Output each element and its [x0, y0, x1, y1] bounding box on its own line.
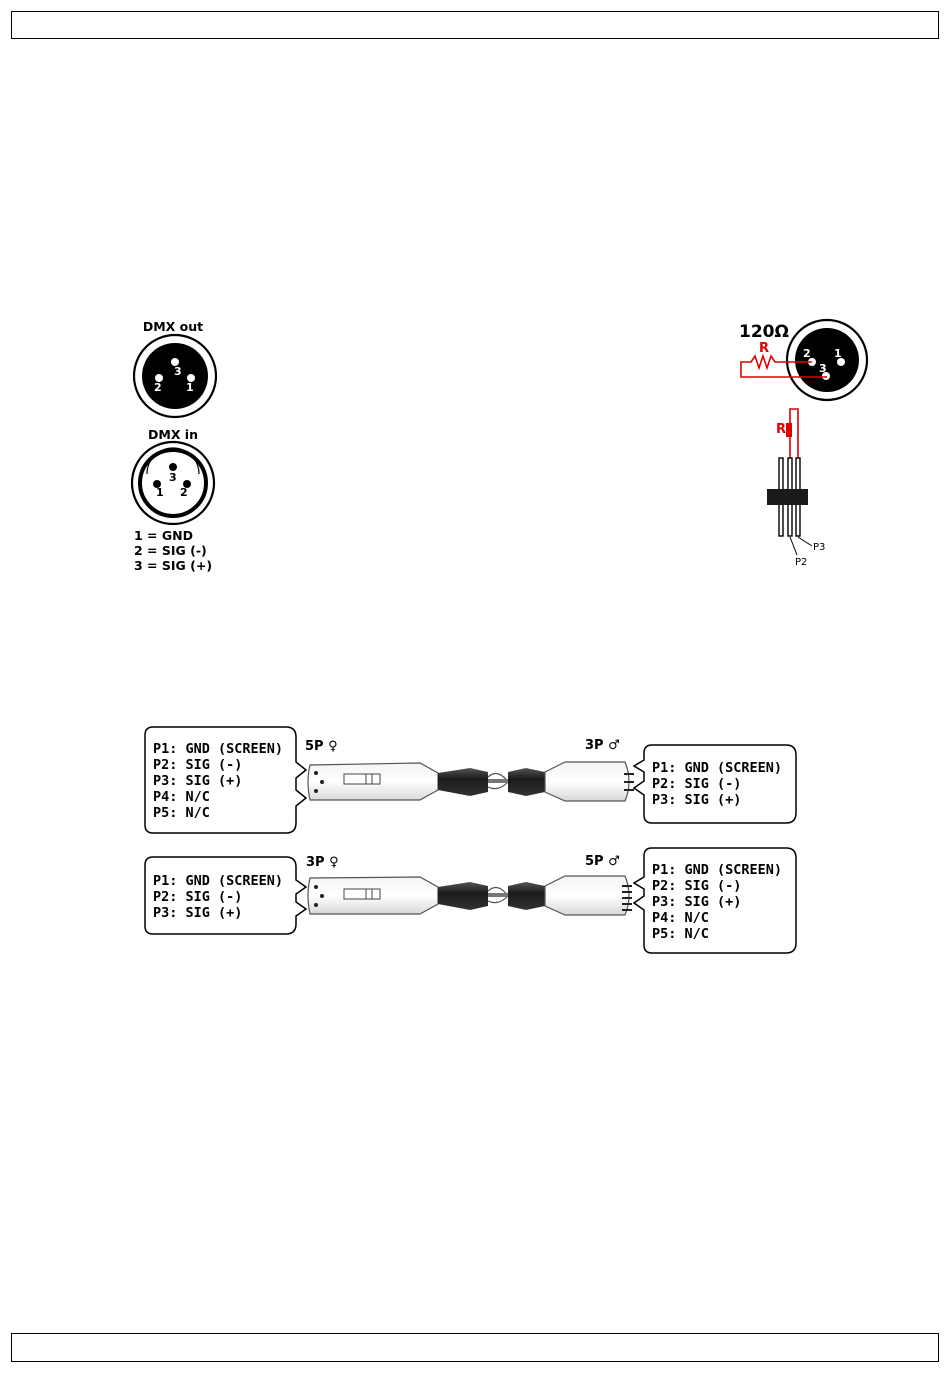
p3-leader	[798, 537, 812, 546]
terminator-r-label: R	[759, 341, 769, 356]
dmx-in-pin-label-1: 1	[156, 486, 164, 499]
p2-leader	[790, 537, 797, 555]
pin-legend-1: 1 = GND	[134, 528, 193, 543]
adapter1-left-label: 5P ♀	[305, 739, 338, 754]
adapter1-left-pin-3: P3: SIG (+)	[153, 773, 242, 789]
header-r-label: R	[776, 422, 786, 437]
pin-legend-3: 3 = SIG (+)	[134, 558, 212, 573]
adapter2-left-pin-2: P2: SIG (-)	[153, 889, 242, 905]
adapter2-left-pin-1: P1: GND (SCREEN)	[153, 873, 283, 889]
dmx-out-pin-label-3: 3	[174, 365, 182, 378]
dmx-in-pin-label-3: 3	[169, 471, 177, 484]
header-label-p2: P2	[795, 557, 807, 568]
dmx-in-title: DMX in	[148, 427, 198, 442]
adapter-3p-female-to-5p-male: P1: GND (SCREEN) P2: SIG (-) P3: SIG (+)…	[145, 848, 796, 953]
adapter2-male-body	[545, 876, 629, 915]
adapter1-right-label: 3P ♂	[585, 738, 620, 753]
header-plastic-base	[767, 489, 808, 505]
adapter1-right-pin-3: P3: SIG (+)	[652, 792, 741, 808]
adapter1-right-pin-1: P1: GND (SCREEN)	[652, 760, 782, 776]
adapter2-latch	[344, 889, 380, 899]
dmx-out-title: DMX out	[143, 319, 203, 334]
adapter1-male-boot	[508, 768, 545, 796]
terminator-pin-label-3: 3	[819, 362, 827, 375]
pin-legend: 1 = GND 2 = SIG (-) 3 = SIG (+)	[134, 528, 212, 573]
pin-legend-2: 2 = SIG (-)	[134, 543, 207, 558]
terminator-pin-label-1: 1	[834, 347, 842, 360]
adapter2-male-boot	[508, 882, 545, 910]
dmx-out-connector: DMX out 3 2 1	[134, 319, 216, 417]
dmx-in-pin-3	[169, 463, 177, 471]
adapter2-left-label: 3P ♀	[306, 855, 339, 870]
terminator-diagram: 120Ω 2 1 3 R	[739, 320, 867, 400]
adapter2-right-pin-1: P1: GND (SCREEN)	[652, 862, 782, 878]
dmx-out-pin-label-2: 2	[154, 381, 162, 394]
adapter1-right-pin-2: P2: SIG (-)	[652, 776, 741, 792]
adapter1-left-pin-5: P5: N/C	[153, 805, 210, 821]
adapter1-left-pin-1: P1: GND (SCREEN)	[153, 741, 283, 757]
terminator-pin-label-2: 2	[803, 347, 811, 360]
adapter2-right-label: 5P ♂	[585, 854, 620, 869]
header-resistor	[786, 423, 792, 437]
dmx-out-pin-label-1: 1	[186, 381, 194, 394]
adapter2-right-pin-2: P2: SIG (-)	[652, 878, 741, 894]
header-label-p3: P3	[813, 542, 825, 553]
pin-header-diagram: R P2 P3	[767, 409, 825, 568]
adapter1-female-boot	[438, 768, 488, 796]
adapter1-latch	[344, 774, 380, 784]
adapter2-right-pin-3: P3: SIG (+)	[652, 894, 741, 910]
terminator-resistance-label: 120Ω	[739, 322, 789, 342]
adapter2-female-boot	[438, 882, 488, 910]
adapter1-left-pin-4: P4: N/C	[153, 789, 210, 805]
adapter2-right-pin-5: P5: N/C	[652, 926, 709, 942]
adapter1-left-pin-2: P2: SIG (-)	[153, 757, 242, 773]
adapter1-male-body	[545, 762, 629, 801]
adapter-5p-female-to-3p-male: P1: GND (SCREEN) P2: SIG (-) P3: SIG (+)…	[145, 727, 796, 833]
dmx-in-connector: DMX in 3 1 2	[132, 427, 214, 524]
adapter2-right-pin-4: P4: N/C	[652, 910, 709, 926]
adapter2-left-pin-3: P3: SIG (+)	[153, 905, 242, 921]
terminator-plug-face	[795, 328, 859, 392]
dmx-in-pin-label-2: 2	[180, 486, 188, 499]
